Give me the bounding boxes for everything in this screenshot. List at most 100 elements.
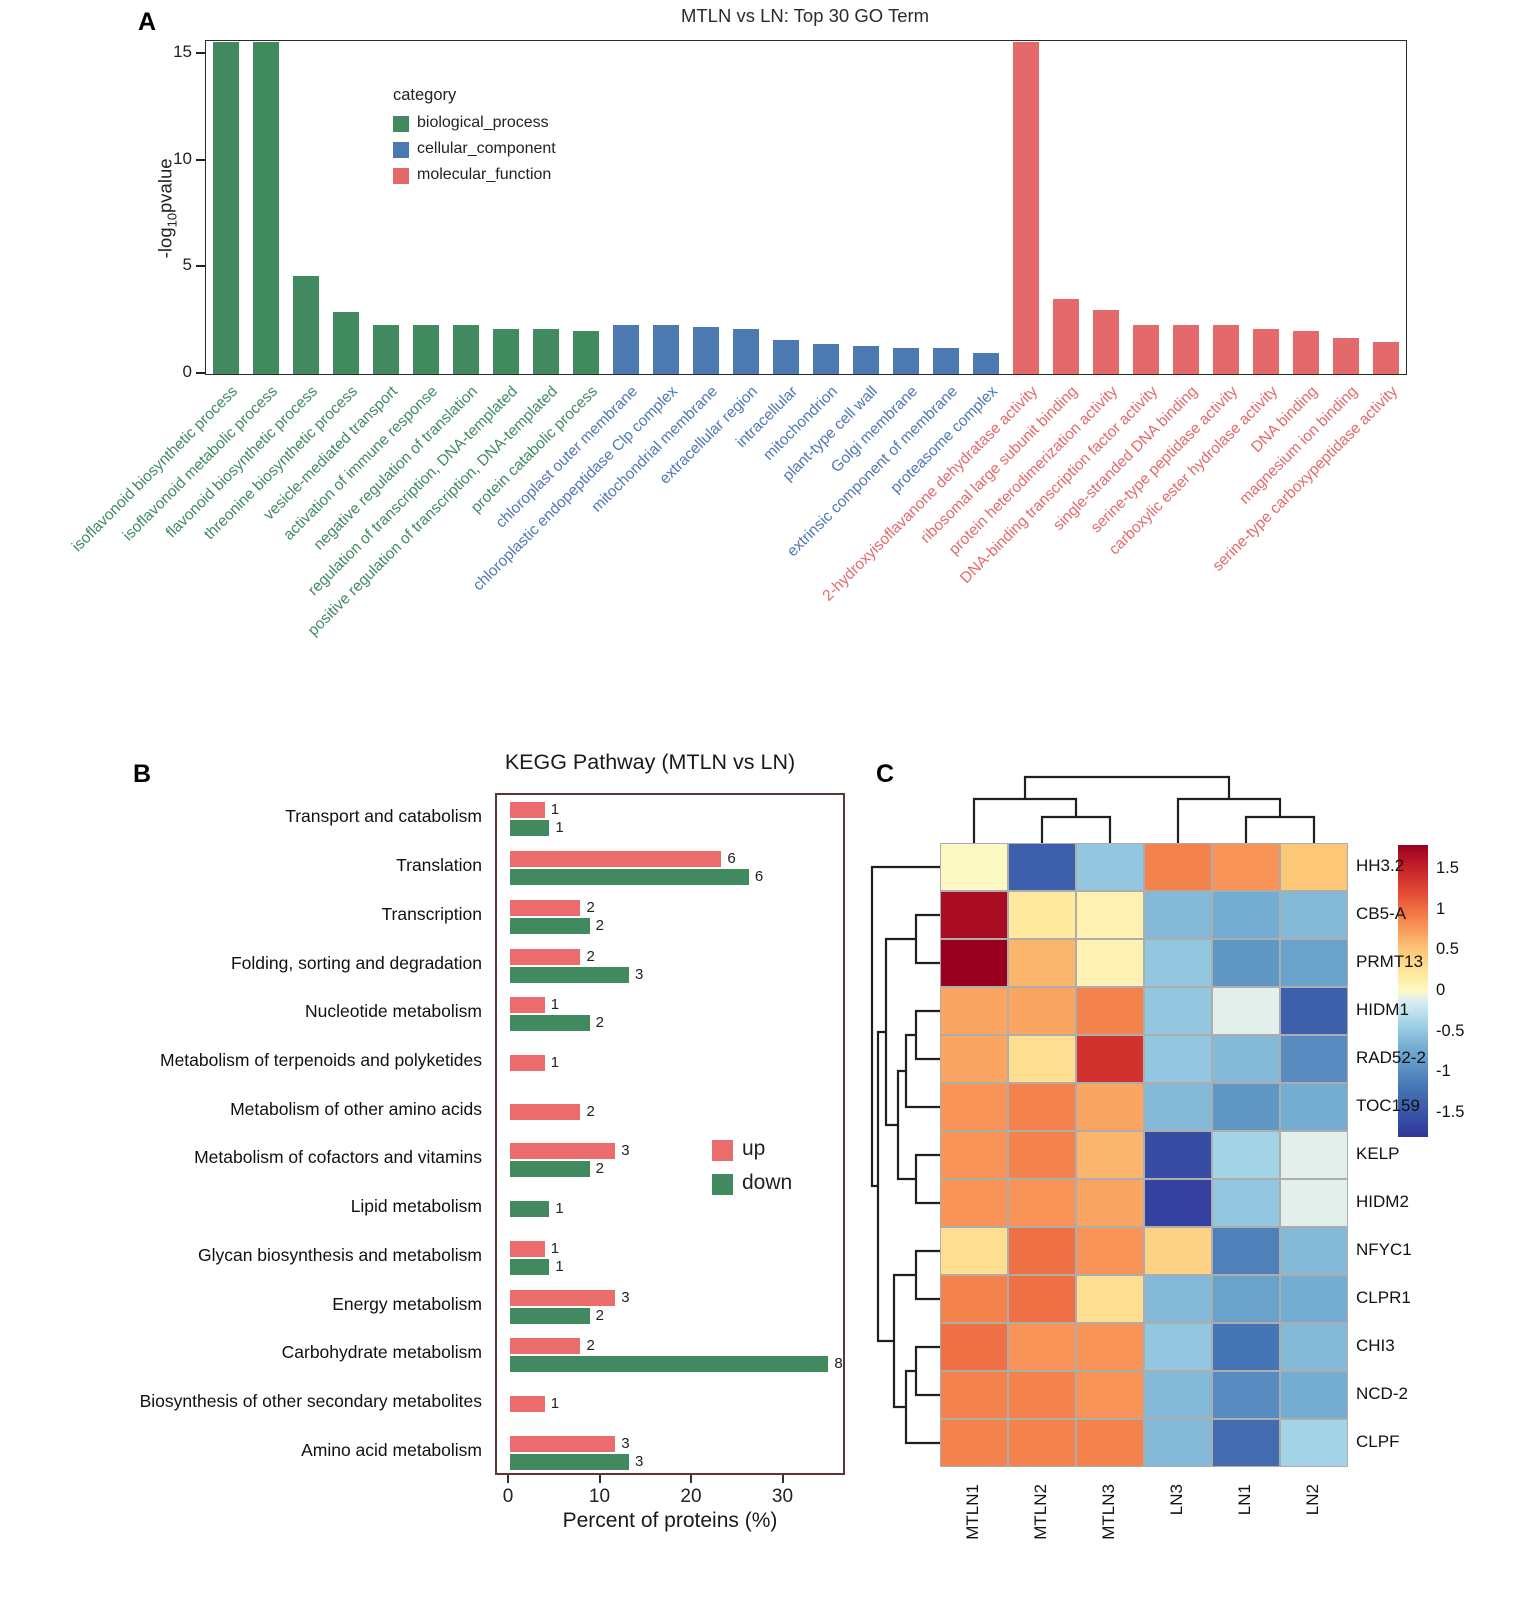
heatmap-col-label: LN1 bbox=[1235, 1484, 1254, 1516]
heatmap-row-label: HH3.2 bbox=[1356, 856, 1405, 875]
kegg-down-bar bbox=[510, 1201, 550, 1218]
kegg-pathway-label: Metabolism of cofactors and vitamins bbox=[194, 1147, 482, 1168]
kegg-pathway-label: Metabolism of other amino acids bbox=[230, 1098, 482, 1119]
heatmap-cell bbox=[940, 1131, 1008, 1179]
legend-item-label: cellular_component bbox=[417, 140, 556, 157]
heatmap-col-label: MTLN1 bbox=[963, 1484, 982, 1540]
heatmap-row-label: NCD-2 bbox=[1356, 1384, 1408, 1403]
y-tick-label: 15 bbox=[173, 42, 192, 61]
kegg-down-bar bbox=[510, 1307, 590, 1324]
heatmap-cell bbox=[1280, 1083, 1348, 1131]
y-tick-label: 0 bbox=[182, 362, 192, 381]
go-bar bbox=[253, 41, 279, 374]
kegg-up-count: 1 bbox=[550, 1394, 560, 1412]
go-bar bbox=[573, 331, 599, 374]
kegg-up-count: 1 bbox=[550, 1239, 560, 1257]
heatmap-cell bbox=[940, 987, 1008, 1035]
kegg-up-count: 3 bbox=[621, 1142, 630, 1160]
kegg-up-bar bbox=[510, 948, 581, 965]
kegg-down-bar bbox=[510, 917, 590, 934]
heatmap-cell bbox=[940, 1323, 1008, 1371]
panel-b-title: KEGG Pathway (MTLN vs LN) bbox=[504, 750, 796, 774]
kegg-pathway-label: Carbohydrate metabolism bbox=[281, 1342, 482, 1363]
kegg-up-bar bbox=[510, 1435, 616, 1452]
heatmap-row-label: PRMT13 bbox=[1356, 952, 1424, 971]
kegg-legend-label: up bbox=[742, 1137, 766, 1160]
kegg-up-bar bbox=[510, 1338, 581, 1355]
panel-a-plot-area bbox=[205, 40, 1407, 375]
heatmap-row-label: CHI3 bbox=[1356, 1336, 1395, 1355]
y-tick-mark bbox=[196, 158, 205, 161]
go-bar bbox=[1133, 324, 1159, 374]
kegg-down-count: 1 bbox=[555, 819, 564, 837]
kegg-legend-swatch bbox=[712, 1140, 733, 1161]
heatmap-cell bbox=[940, 1419, 1008, 1467]
y-tick-label: 5 bbox=[182, 255, 192, 275]
heatmap-cell bbox=[1008, 1371, 1076, 1419]
heatmap-cell bbox=[1212, 843, 1280, 891]
kegg-up-count: 1 bbox=[550, 801, 560, 819]
heatmap-cell bbox=[1212, 939, 1280, 987]
kegg-up-bar bbox=[510, 1103, 581, 1120]
go-bar bbox=[893, 348, 919, 374]
kegg-up-bar bbox=[510, 1395, 545, 1412]
kegg-down-count: 3 bbox=[634, 1452, 644, 1470]
heatmap-cell bbox=[1212, 1083, 1280, 1131]
heatmap-cell bbox=[1280, 1419, 1348, 1467]
heatmap-row-label: HIDM2 bbox=[1356, 1192, 1409, 1211]
heatmap-cell bbox=[1144, 939, 1212, 987]
kegg-down-count: 2 bbox=[595, 1306, 604, 1324]
heatmap-cell bbox=[940, 1371, 1008, 1419]
heatmap-cell bbox=[940, 1083, 1008, 1131]
heatmap-cell bbox=[1212, 1131, 1280, 1179]
heatmap-cell bbox=[1076, 1275, 1144, 1323]
kegg-up-count: 2 bbox=[586, 947, 595, 965]
legend-swatch bbox=[393, 168, 409, 184]
kegg-pathway-label: Lipid metabolism bbox=[350, 1196, 482, 1217]
kegg-pathway-label: Biosynthesis of other secondary metaboli… bbox=[139, 1390, 482, 1411]
kegg-up-bar bbox=[510, 851, 722, 868]
heatmap-col-label: MTLN3 bbox=[1099, 1484, 1118, 1540]
colorbar-tick-label: -0.5 bbox=[1436, 1021, 1465, 1040]
heatmap-cell bbox=[1212, 1371, 1280, 1419]
kegg-down-count: 3 bbox=[634, 965, 644, 983]
heatmap-cell bbox=[1008, 843, 1076, 891]
heatmap-cell bbox=[1008, 987, 1076, 1035]
heatmap-cell bbox=[1144, 891, 1212, 939]
kegg-pathway-label: Metabolism of terpenoids and polyketides bbox=[160, 1049, 482, 1070]
go-bar bbox=[1013, 41, 1039, 374]
kegg-up-count: 6 bbox=[727, 850, 736, 868]
panel-c-label: C bbox=[876, 760, 895, 788]
x-tick-mark bbox=[781, 1475, 784, 1483]
heatmap-cell bbox=[1076, 843, 1144, 891]
heatmap-col-label: MTLN2 bbox=[1031, 1484, 1050, 1540]
x-tick-label: 30 bbox=[771, 1486, 794, 1507]
heatmap-cell bbox=[1144, 1419, 1212, 1467]
heatmap-cell bbox=[1008, 1035, 1076, 1083]
heatmap-cell bbox=[1008, 1179, 1076, 1227]
kegg-up-count: 1 bbox=[550, 1053, 560, 1071]
go-bar bbox=[1053, 299, 1079, 374]
kegg-pathway-label: Glycan biosynthesis and metabolism bbox=[197, 1244, 482, 1265]
heatmap-cell bbox=[1076, 1323, 1144, 1371]
heatmap-cell bbox=[940, 1275, 1008, 1323]
heatmap-cell bbox=[1076, 1179, 1144, 1227]
kegg-up-bar bbox=[510, 997, 545, 1014]
go-bar bbox=[973, 352, 999, 374]
go-bar bbox=[933, 348, 959, 374]
go-bar bbox=[653, 324, 679, 374]
go-bar bbox=[373, 324, 399, 374]
go-bar bbox=[813, 344, 839, 374]
colorbar-tick-label: 0 bbox=[1436, 981, 1446, 999]
y-tick-mark bbox=[196, 372, 205, 374]
kegg-down-bar bbox=[510, 820, 550, 837]
heatmap-cell bbox=[1008, 1323, 1076, 1371]
heatmap-cell bbox=[1280, 1179, 1348, 1227]
kegg-pathway-label: Nucleotide metabolism bbox=[304, 1001, 482, 1022]
heatmap-cell bbox=[1212, 891, 1280, 939]
heatmap-row-label: CLPF bbox=[1356, 1432, 1400, 1451]
colorbar-tick-label: 1 bbox=[1436, 899, 1446, 918]
kegg-down-bar bbox=[510, 1453, 629, 1470]
heatmap-cell bbox=[1280, 843, 1348, 891]
